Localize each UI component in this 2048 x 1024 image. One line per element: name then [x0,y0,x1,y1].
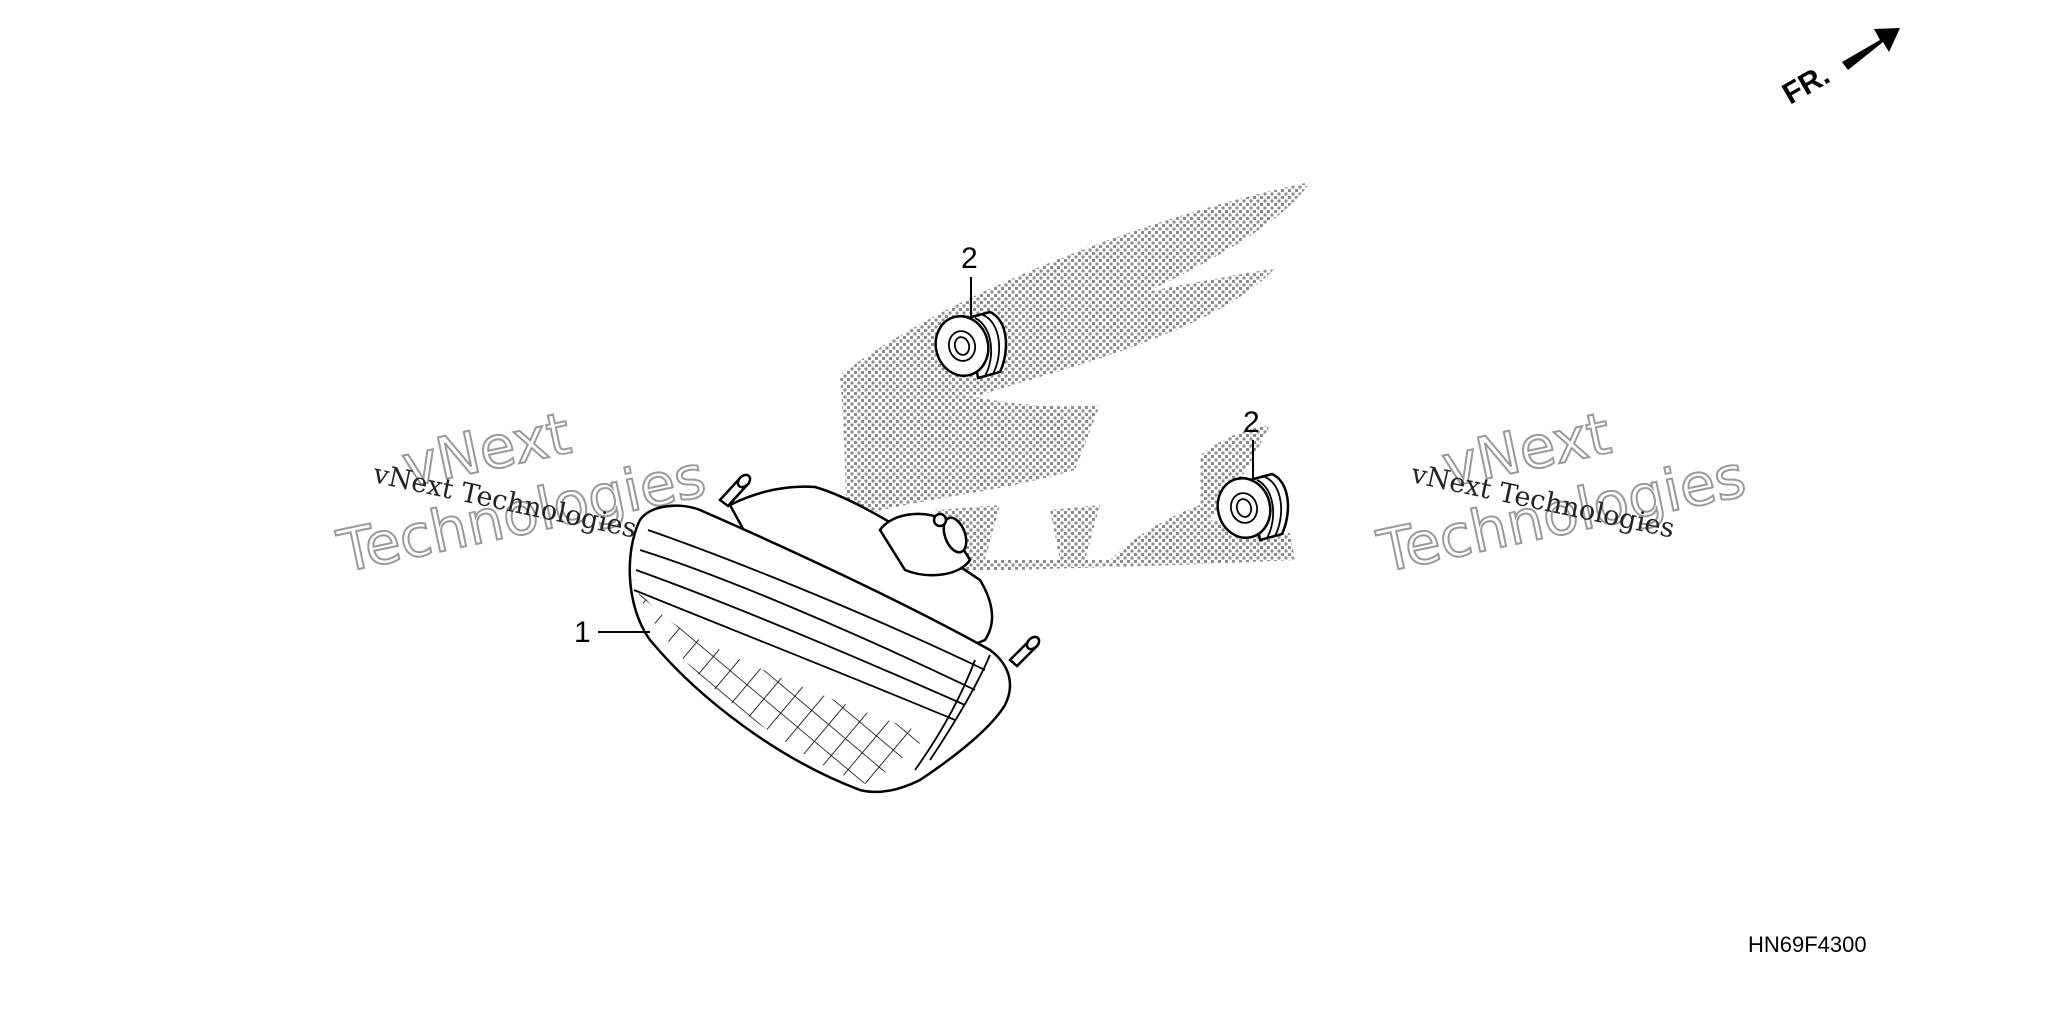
mounting-stud-left [718,473,752,508]
direction-label: FR. [1777,58,1835,111]
callout-2-lower[interactable]: 2 [1243,406,1260,439]
lens-rib [914,659,976,771]
mounting-stud-right [1008,635,1041,668]
lens-rib [929,654,991,761]
diagram-code: HN69F4300 [1748,932,1867,957]
front-direction-indicator: FR. [1777,28,1900,111]
part-grommet-upper[interactable] [929,310,1008,381]
callout-1[interactable]: 1 [574,616,591,649]
part-grommet-lower[interactable] [1211,472,1290,543]
bulb-socket [878,512,972,577]
lens-rib [639,549,976,691]
lens-rib [633,589,956,721]
lens-rib [647,529,986,671]
lens-rib [635,569,966,706]
lens-frame [628,504,1012,794]
callout-2-upper[interactable]: 2 [961,242,978,275]
front-arrow-icon [1842,28,1900,70]
